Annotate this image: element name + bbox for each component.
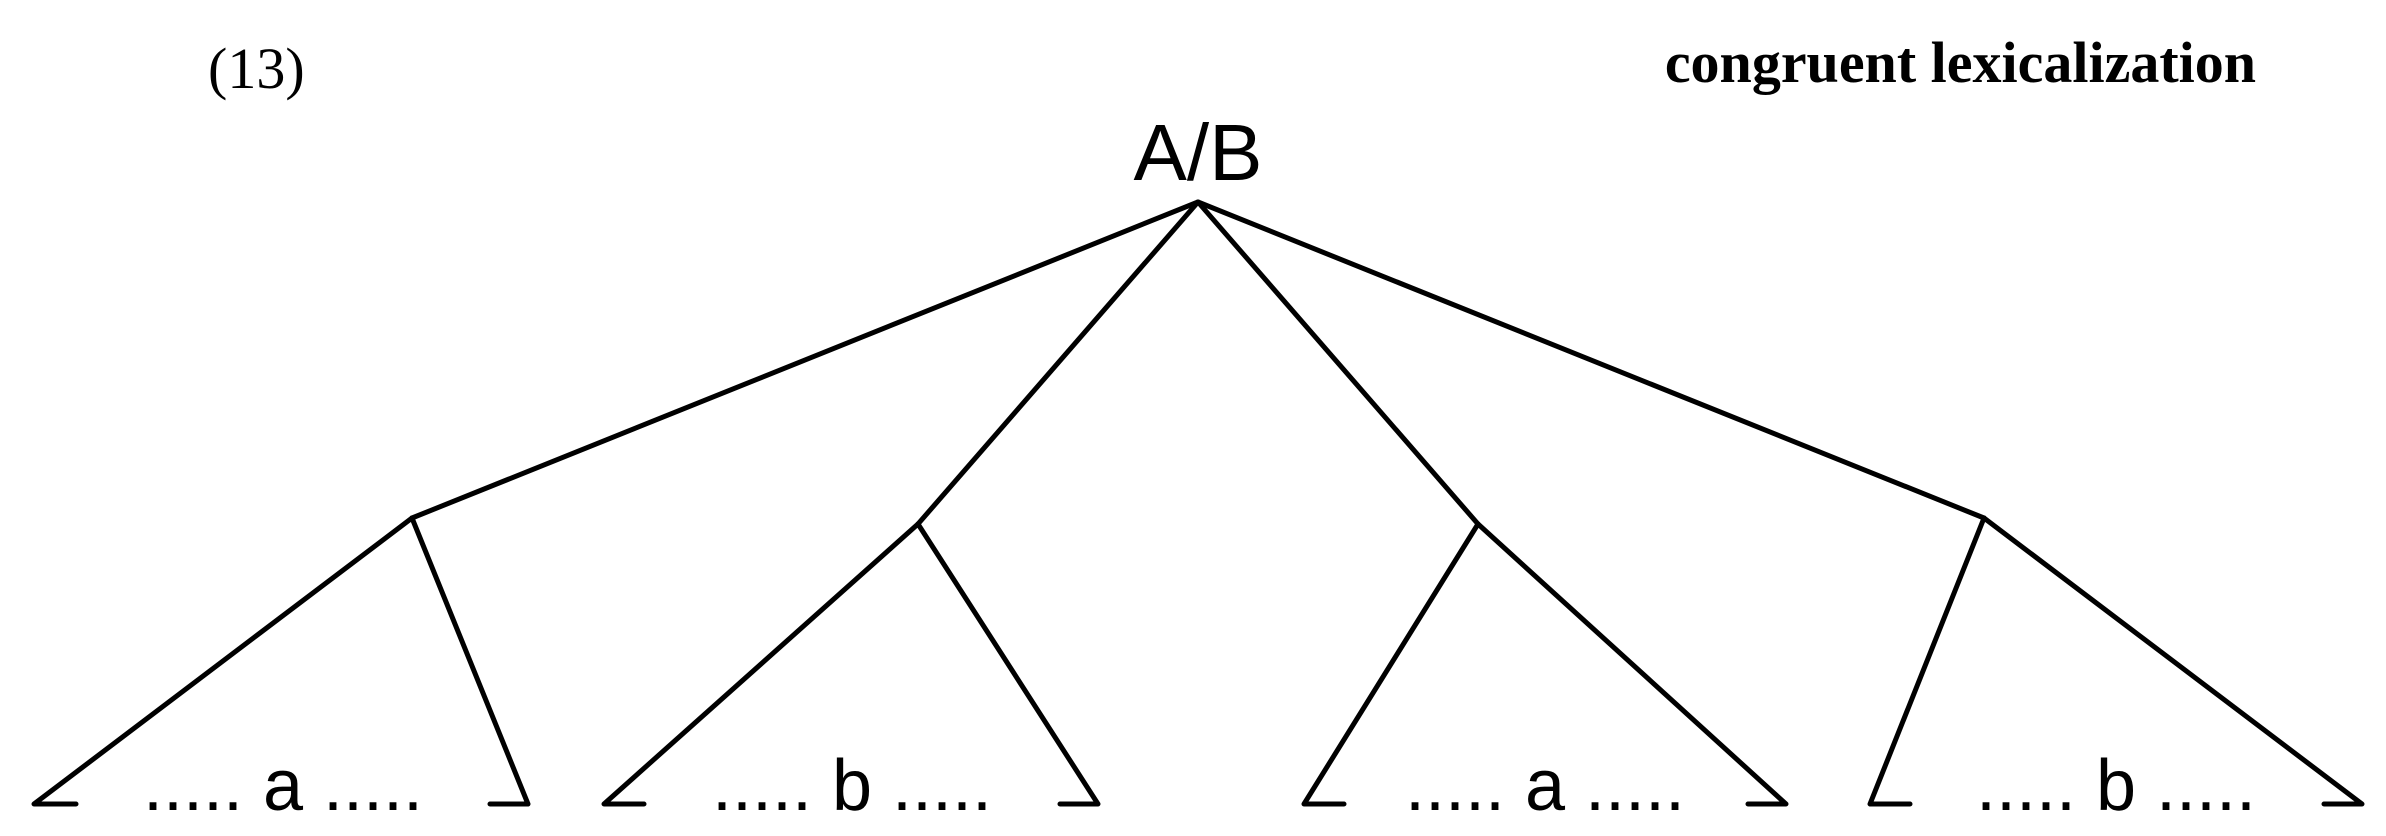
subtree-3-triangle-left [1301, 521, 1481, 807]
subtree-2-triangle-right [915, 521, 1101, 807]
edge-root-to-node-4 [1195, 199, 1987, 521]
subtree-2 [601, 521, 1101, 807]
leaf-label-2: ..... b ..... [712, 746, 992, 826]
leaf-label-4: ..... b ..... [1976, 746, 2256, 826]
edge-root-to-node-1 [409, 199, 1201, 521]
leaf-label-1: ..... a ..... [143, 746, 423, 826]
subtree-1-triangle-right [409, 515, 531, 807]
root-edges [409, 199, 1987, 527]
subtree-2-triangle-left [601, 521, 921, 807]
subtree-3-triangle-right [1475, 521, 1789, 807]
subtree-3 [1301, 521, 1789, 807]
subtree-4 [1867, 515, 2365, 807]
root-node-label: A/B [1134, 108, 1263, 197]
diagram-title: congruent lexicalization [1665, 30, 2256, 95]
subtree-4-triangle-right [1981, 515, 2365, 807]
subtree-4-triangle-left [1867, 515, 1987, 807]
subtree-1-triangle-left [31, 515, 415, 807]
example-number: (13) [208, 36, 305, 101]
edge-root-to-node-2 [915, 199, 1201, 527]
subtree-1 [31, 515, 531, 807]
edge-root-to-node-3 [1195, 199, 1481, 527]
leaf-label-3: ..... a ..... [1405, 746, 1685, 826]
